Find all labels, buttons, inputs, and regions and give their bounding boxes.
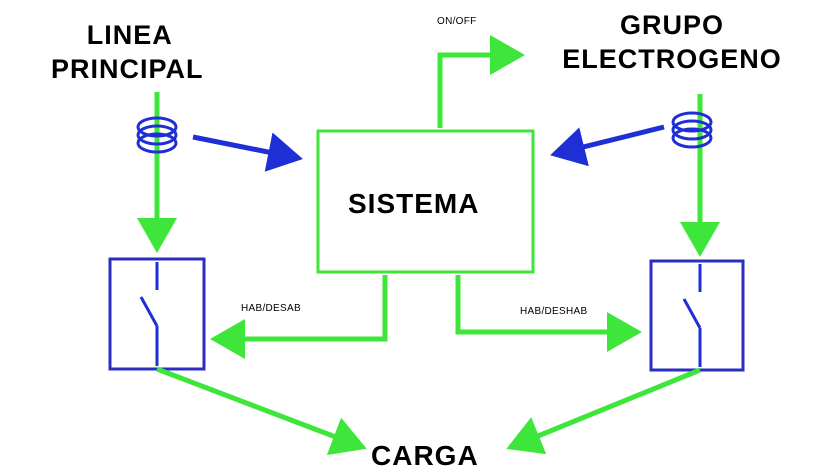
hab-desab-label: HAB/DESAB bbox=[241, 303, 301, 314]
generator-sense-arrow bbox=[550, 124, 665, 167]
current-sensor-icon bbox=[136, 116, 178, 154]
main-sense-arrow bbox=[192, 132, 303, 172]
sistema-label: SISTEMA bbox=[348, 188, 480, 219]
right-transfer-switch bbox=[649, 259, 745, 372]
current-sensor-icon bbox=[671, 111, 713, 149]
hab-desab-line bbox=[210, 275, 388, 359]
sistema-box bbox=[316, 129, 535, 274]
left-to-load-line bbox=[156, 366, 367, 456]
on-off-label: ON/OFF bbox=[437, 16, 477, 27]
right-to-load-line bbox=[506, 367, 701, 455]
switch-icon bbox=[139, 262, 159, 366]
hab-deshab-label: HAB/DESHAB bbox=[520, 306, 588, 317]
carga-label: CARGA bbox=[371, 440, 479, 471]
linea-principal-label: LINEA PRINCIPAL bbox=[51, 20, 204, 84]
hab-deshab-line bbox=[455, 275, 642, 352]
grupo-electrogeno-label: GRUPO ELECTROGENO bbox=[562, 10, 782, 74]
on-off-line bbox=[437, 35, 525, 128]
switch-icon bbox=[682, 264, 702, 367]
